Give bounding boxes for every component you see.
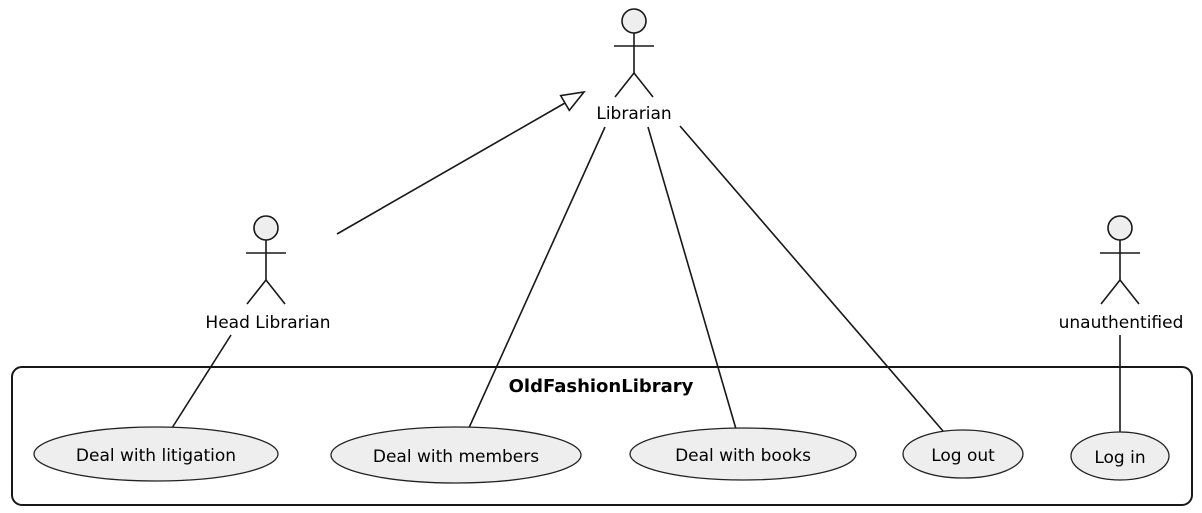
actor-right-leg <box>1119 279 1140 305</box>
actor-head-icon <box>621 8 647 34</box>
usecase-log-in: Log in <box>1070 431 1170 481</box>
actor-label: unauthentified <box>1059 313 1184 333</box>
system-boundary-title: OldFashionLibrary <box>509 376 694 397</box>
actor-librarian: Librarian <box>596 8 672 124</box>
actor-head-librarian: Head Librarian <box>205 215 331 333</box>
actor-right-leg <box>633 72 654 98</box>
actor-label: Head Librarian <box>205 313 330 333</box>
edge-librarian-books <box>647 126 737 430</box>
edge-headlibrarian-generalizes-librarian <box>336 90 586 235</box>
usecase-ellipse <box>1070 431 1170 481</box>
system-boundary: OldFashionLibrary <box>11 366 1193 506</box>
usecase-label: Deal with members <box>373 447 539 467</box>
usecase-log-out: Log out <box>902 429 1024 479</box>
actor-right-leg <box>265 279 286 305</box>
usecase-ellipse <box>629 427 857 481</box>
usecase-ellipse <box>902 429 1024 479</box>
actor-left-leg <box>246 279 267 305</box>
actor-head-icon <box>1107 215 1133 241</box>
usecase-deal-with-litigation: Deal with litigation <box>33 426 279 482</box>
usecase-ellipse <box>33 426 279 482</box>
usecase-deal-with-members: Deal with members <box>330 426 582 484</box>
usecase-label: Deal with books <box>675 446 811 466</box>
generalization-triangle-icon <box>559 90 586 112</box>
edges <box>171 90 1121 433</box>
usecase-ellipse <box>330 426 582 484</box>
actor-unauthentified: unauthentified <box>1059 215 1184 333</box>
generalization-line <box>336 102 566 235</box>
actor-label: Librarian <box>596 104 671 124</box>
usecase-label: Deal with litigation <box>76 446 236 466</box>
edge-headlibrarian-litigation <box>171 334 232 429</box>
actor-left-leg <box>1100 279 1121 305</box>
edge-librarian-logout <box>679 125 944 432</box>
usecase-label: Log out <box>931 446 995 466</box>
usecase-deal-with-books: Deal with books <box>629 427 857 481</box>
actor-head-icon <box>253 215 279 241</box>
system-boundary-box <box>11 366 1193 506</box>
usecase-label: Log in <box>1094 448 1145 468</box>
edge-librarian-members <box>467 126 606 431</box>
actor-left-leg <box>614 72 635 98</box>
